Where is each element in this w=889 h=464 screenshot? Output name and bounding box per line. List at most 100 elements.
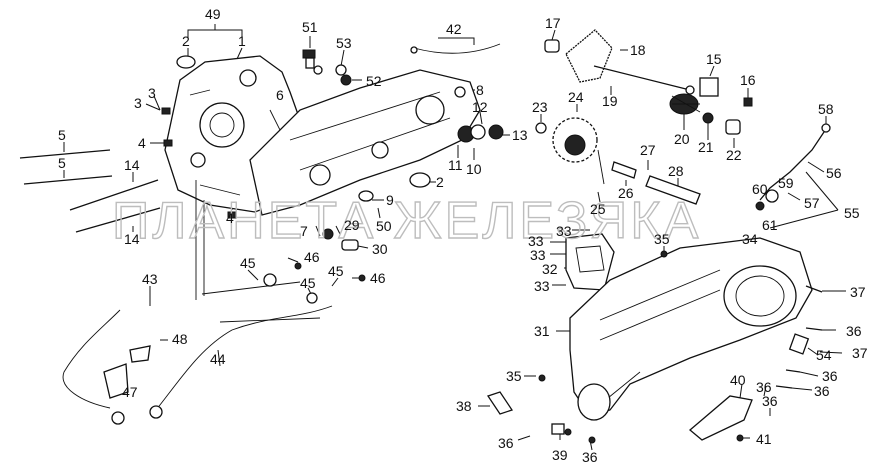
callout-51: 51 bbox=[302, 19, 318, 35]
callout-33: 33 bbox=[528, 233, 544, 249]
washer-23 bbox=[535, 122, 547, 134]
callout-45: 45 bbox=[240, 255, 256, 271]
callout-2: 2 bbox=[182, 33, 190, 49]
callout-58: 58 bbox=[818, 101, 834, 117]
callout-27: 27 bbox=[640, 142, 656, 158]
washer-21 bbox=[702, 112, 714, 124]
bearings-10-13 bbox=[454, 86, 504, 143]
callout-36: 36 bbox=[756, 379, 772, 395]
bolt-51 bbox=[302, 49, 323, 75]
callout-38: 38 bbox=[456, 398, 472, 414]
callout-26: 26 bbox=[618, 185, 634, 201]
callout-6: 6 bbox=[276, 87, 284, 103]
pipe-42 bbox=[410, 43, 501, 54]
callout-numbers: 49 2 1 51 53 52 42 17 18 15 16 58 3 3 6 … bbox=[58, 6, 868, 464]
callout-1: 1 bbox=[238, 33, 246, 49]
bolt-16 bbox=[743, 97, 753, 107]
callout-31: 31 bbox=[534, 323, 550, 339]
callout-14: 14 bbox=[124, 231, 140, 247]
callout-36: 36 bbox=[822, 368, 838, 384]
cover-31 bbox=[569, 237, 813, 421]
callout-52: 52 bbox=[366, 73, 382, 89]
callout-22: 22 bbox=[726, 147, 742, 163]
callout-44: 44 bbox=[210, 351, 226, 367]
callout-37: 37 bbox=[852, 345, 868, 361]
dowels-9-50 bbox=[358, 172, 431, 202]
callout-41: 41 bbox=[756, 431, 772, 447]
callout-16: 16 bbox=[740, 72, 756, 88]
callout-35: 35 bbox=[506, 368, 522, 384]
callout-18: 18 bbox=[630, 42, 646, 58]
callout-5: 5 bbox=[58, 127, 66, 143]
callout-3: 3 bbox=[134, 95, 142, 111]
callout-25: 25 bbox=[590, 201, 606, 217]
callout-55: 55 bbox=[844, 205, 860, 221]
callout-24: 24 bbox=[568, 89, 584, 105]
callout-30: 30 bbox=[372, 241, 388, 257]
sensor-29-30 bbox=[322, 228, 359, 251]
callout-8: 8 bbox=[476, 82, 484, 98]
callout-7: 7 bbox=[300, 223, 308, 239]
callout-42: 42 bbox=[446, 21, 462, 37]
callout-36: 36 bbox=[498, 435, 514, 451]
callout-20: 20 bbox=[674, 131, 690, 147]
callout-28: 28 bbox=[668, 163, 684, 179]
callout-21: 21 bbox=[698, 139, 714, 155]
callout-23: 23 bbox=[532, 99, 548, 115]
watermark-text: ПЛАНЕТА ЖЕЛЕЗЯКА bbox=[112, 192, 701, 250]
crankcase-right bbox=[249, 69, 481, 216]
kick-lever-55 bbox=[755, 123, 831, 211]
spring-20 bbox=[669, 77, 719, 115]
callout-46: 46 bbox=[304, 249, 320, 265]
callout-49: 49 bbox=[205, 6, 221, 22]
bracket-40 bbox=[688, 395, 753, 441]
bushing-22 bbox=[725, 119, 741, 135]
studs-5-14 bbox=[19, 149, 161, 233]
callout-14: 14 bbox=[124, 157, 140, 173]
callout-36: 36 bbox=[814, 383, 830, 399]
callout-43: 43 bbox=[142, 271, 158, 287]
callout-48: 48 bbox=[172, 331, 188, 347]
callout-46: 46 bbox=[370, 270, 386, 286]
callout-61: 61 bbox=[762, 217, 778, 233]
callout-36: 36 bbox=[762, 393, 778, 409]
callout-45: 45 bbox=[300, 275, 316, 291]
callout-5: 5 bbox=[58, 155, 66, 171]
callout-15: 15 bbox=[706, 51, 722, 67]
callout-36: 36 bbox=[846, 323, 862, 339]
callout-19: 19 bbox=[602, 93, 618, 109]
callout-36: 36 bbox=[582, 449, 598, 464]
callout-60: 60 bbox=[752, 181, 768, 197]
callout-10: 10 bbox=[466, 161, 482, 177]
callout-32: 32 bbox=[542, 261, 558, 277]
callout-33: 33 bbox=[530, 247, 546, 263]
callout-57: 57 bbox=[804, 195, 820, 211]
shaft-26-28 bbox=[597, 149, 701, 205]
callout-56: 56 bbox=[826, 165, 842, 181]
gear-24 bbox=[552, 117, 598, 163]
callout-2: 2 bbox=[436, 174, 444, 190]
callout-35: 35 bbox=[654, 231, 670, 247]
callout-13: 13 bbox=[512, 127, 528, 143]
callout-12: 12 bbox=[472, 99, 488, 115]
leader-lines bbox=[63, 24, 846, 451]
callout-53: 53 bbox=[336, 35, 352, 51]
bushing-2 bbox=[176, 55, 196, 69]
callout-17: 17 bbox=[545, 15, 561, 31]
callout-50: 50 bbox=[376, 218, 392, 234]
guide-lines bbox=[195, 180, 205, 300]
callout-34: 34 bbox=[742, 231, 758, 247]
callout-33: 33 bbox=[534, 278, 550, 294]
sprocket-17-19 bbox=[544, 29, 695, 95]
callout-29: 29 bbox=[344, 217, 360, 233]
callout-37: 37 bbox=[850, 284, 866, 300]
callout-54: 54 bbox=[816, 347, 832, 363]
hoses-43-44 bbox=[62, 273, 333, 425]
callout-9: 9 bbox=[386, 192, 394, 208]
seal-52 bbox=[340, 74, 352, 86]
callout-40: 40 bbox=[730, 372, 746, 388]
ring-53 bbox=[335, 64, 347, 76]
callout-3: 3 bbox=[148, 85, 156, 101]
callout-33: 33 bbox=[556, 223, 572, 239]
